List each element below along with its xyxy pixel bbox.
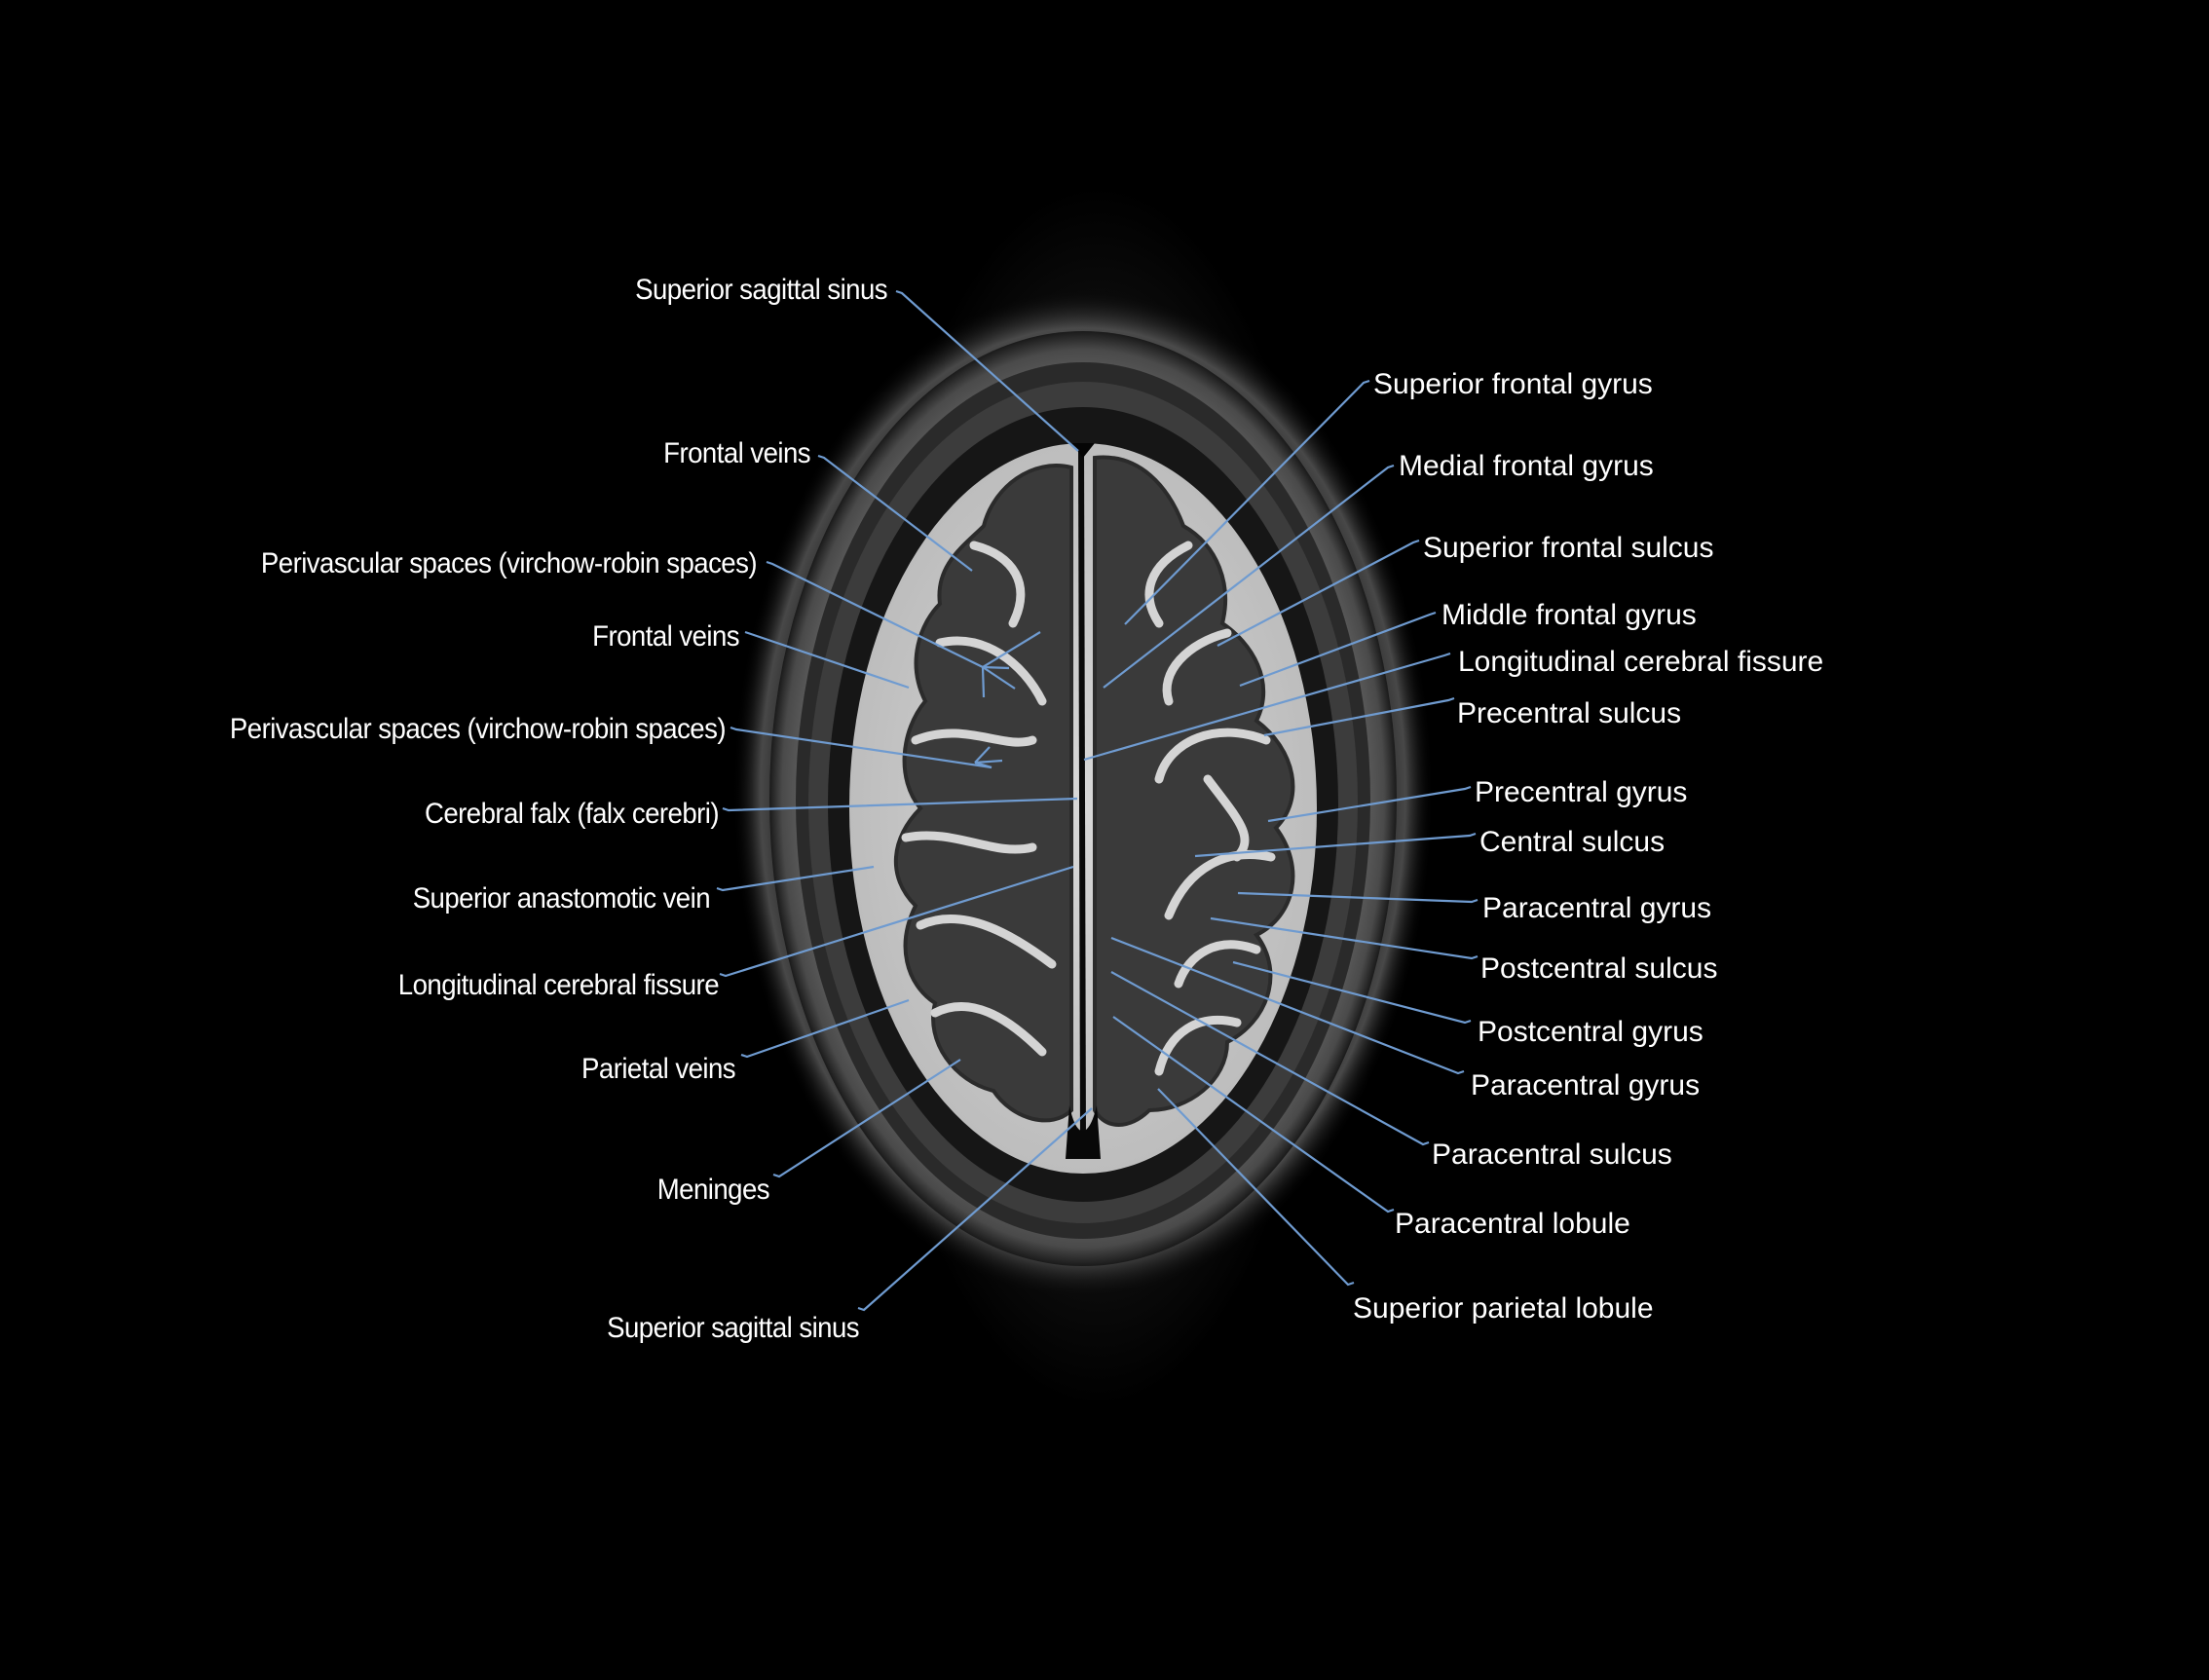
leader-line-superior-sagittal-sinus: [895, 289, 1079, 452]
arrow-branch-perivascular-2: [974, 746, 991, 764]
label-paracentral-sulcus: Paracentral sulcus: [1432, 1139, 1672, 1171]
arrow-branch-perivascular-1: [982, 631, 1041, 668]
label-superior-frontal-gyrus: Superior frontal gyrus: [1373, 368, 1653, 400]
label-superior-frontal-sulcus: Superior frontal sulcus: [1423, 532, 1714, 564]
label-frontal-veins: Frontal veins: [663, 437, 810, 469]
label-meninges: Meninges: [656, 1174, 770, 1206]
label-paracentral-gyrus: Paracentral gyrus: [1482, 892, 1712, 924]
label-postcentral-sulcus: Postcentral sulcus: [1480, 952, 1718, 985]
leader-line-perivascular-spaces: [766, 560, 984, 668]
leader-line-paracentral-sulcus: [1110, 971, 1430, 1146]
leader-line-longitudinal-cerebral-fissure: [1083, 652, 1451, 762]
falx-cerebri: [1078, 442, 1086, 1150]
label-central-sulcus: Central sulcus: [1479, 826, 1666, 858]
label-postcentral-gyrus: Postcentral gyrus: [1478, 1016, 1704, 1048]
arrow-branch-perivascular-2: [974, 759, 1003, 765]
label-superior-anastomotic-vein: Superior anastomotic vein: [412, 882, 711, 915]
leader-line-central-sulcus: [1194, 832, 1477, 858]
label-cerebral-falx: Cerebral falx (falx cerebri): [424, 798, 720, 830]
leader-line-superior-sagittal-sinus: [857, 1107, 1093, 1312]
leader-line-cerebral-falx: [722, 797, 1078, 812]
label-perivascular-spaces: Perivascular spaces (virchow-robin space…: [229, 713, 727, 745]
leader-line-longitudinal-cerebral-fissure: [719, 865, 1074, 978]
label-longitudinal-cerebral-fissure: Longitudinal cerebral fissure: [397, 969, 720, 1001]
leader-line-precentral-sulcus: [1263, 696, 1455, 737]
label-middle-frontal-gyrus: Middle frontal gyrus: [1441, 599, 1697, 631]
leader-line-middle-frontal-gyrus: [1239, 611, 1437, 688]
leader-lines: [716, 289, 1479, 1312]
label-longitudinal-cerebral-fissure: Longitudinal cerebral fissure: [1458, 646, 1824, 678]
leader-line-frontal-veins: [744, 630, 910, 690]
label-superior-sagittal-sinus: Superior sagittal sinus: [635, 274, 887, 306]
leader-line-paracentral-gyrus: [1110, 936, 1465, 1075]
leader-line-superior-parietal-lobule: [1157, 1088, 1355, 1287]
arrow-branch-perivascular-2: [974, 761, 992, 769]
leader-line-paracentral-lobule: [1112, 1016, 1395, 1213]
leader-line-frontal-veins: [817, 454, 973, 572]
leader-line-superior-anastomotic-vein: [716, 865, 875, 892]
leader-line-precentral-gyrus: [1267, 785, 1472, 823]
label-precentral-sulcus: Precentral sulcus: [1457, 697, 1682, 729]
arrow-branch-perivascular-1: [982, 666, 1016, 690]
label-perivascular-spaces: Perivascular spaces (virchow-robin space…: [260, 547, 758, 579]
leader-line-meninges: [772, 1059, 961, 1178]
label-superior-parietal-lobule: Superior parietal lobule: [1353, 1292, 1654, 1325]
arrow-branch-perivascular-1: [981, 666, 986, 698]
label-superior-sagittal-sinus: Superior sagittal sinus: [607, 1312, 859, 1344]
leader-line-medial-frontal-gyrus: [1103, 464, 1395, 689]
label-parietal-veins: Parietal veins: [581, 1053, 736, 1085]
leader-line-postcentral-gyrus: [1232, 960, 1472, 1025]
leader-line-perivascular-spaces: [730, 726, 992, 769]
leader-line-postcentral-sulcus: [1210, 916, 1479, 960]
label-medial-frontal-gyrus: Medial frontal gyrus: [1399, 450, 1654, 482]
leader-line-parietal-veins: [740, 998, 910, 1059]
leader-line-superior-frontal-gyrus: [1124, 379, 1370, 625]
leader-line-paracentral-gyrus: [1237, 891, 1479, 904]
label-paracentral-gyrus: Paracentral gyrus: [1471, 1069, 1701, 1101]
label-paracentral-lobule: Paracentral lobule: [1395, 1208, 1630, 1240]
label-frontal-veins: Frontal veins: [592, 620, 739, 653]
arrow-branch-perivascular-1: [982, 665, 1010, 670]
leader-line-superior-frontal-sulcus: [1217, 539, 1420, 647]
label-precentral-gyrus: Precentral gyrus: [1475, 776, 1688, 808]
